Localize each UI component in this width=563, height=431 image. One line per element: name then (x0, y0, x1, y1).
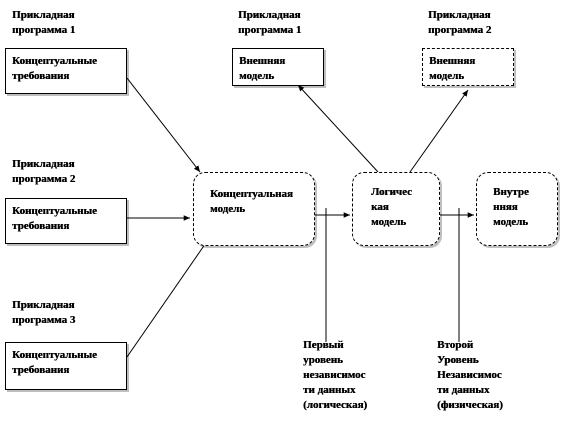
second-level-independence-note: Второй Уровень Независимос ти данных (фи… (437, 339, 503, 411)
arrow-logical-to-ext2 (409, 89, 469, 173)
app-label-3: Прикладная программа 3 (12, 299, 76, 326)
app-label-2: Прикладная программа 2 (12, 158, 76, 185)
external-model-box-1: Внешняя модель (232, 48, 324, 86)
arrow-req1-to-conceptual (126, 77, 201, 173)
ext-app-label-2: Прикладная программа 2 (428, 9, 492, 36)
internal-model-box: Внутре нняя модель (476, 172, 558, 246)
external-model-box-2: Внешняя модель (422, 48, 514, 86)
conceptual-model-label: Концептуальная модель (210, 188, 293, 215)
conceptual-model-box: Концептуальная модель (193, 172, 315, 246)
external-model-label-2: Внешняя модель (429, 55, 476, 82)
ext-app-label-1: Прикладная программа 1 (238, 9, 302, 36)
conceptual-requirements-box-2: Концептуальные требования (5, 198, 127, 244)
conceptual-requirements-box-3: Концептуальные требования (5, 342, 127, 390)
conceptual-requirements-label-2: Концептуальные требования (12, 205, 97, 232)
first-level-independence-note: Первый уровень независимос ти данных (ло… (303, 339, 368, 411)
app-label-1: Прикладная программа 1 (12, 9, 76, 36)
logical-model-label: Логичес кая модель (371, 186, 412, 228)
internal-model-label: Внутре нняя модель (493, 186, 529, 228)
conceptual-requirements-label-3: Концептуальные требования (12, 349, 97, 376)
external-model-label-1: Внешняя модель (239, 55, 286, 82)
arrow-logical-to-ext1 (297, 84, 379, 173)
logical-model-box: Логичес кая модель (352, 172, 440, 246)
conceptual-requirements-label-1: Концептуальные требования (12, 55, 97, 82)
conceptual-requirements-box-1: Концептуальные требования (5, 48, 127, 94)
arrow-req3-to-conceptual (126, 236, 211, 358)
